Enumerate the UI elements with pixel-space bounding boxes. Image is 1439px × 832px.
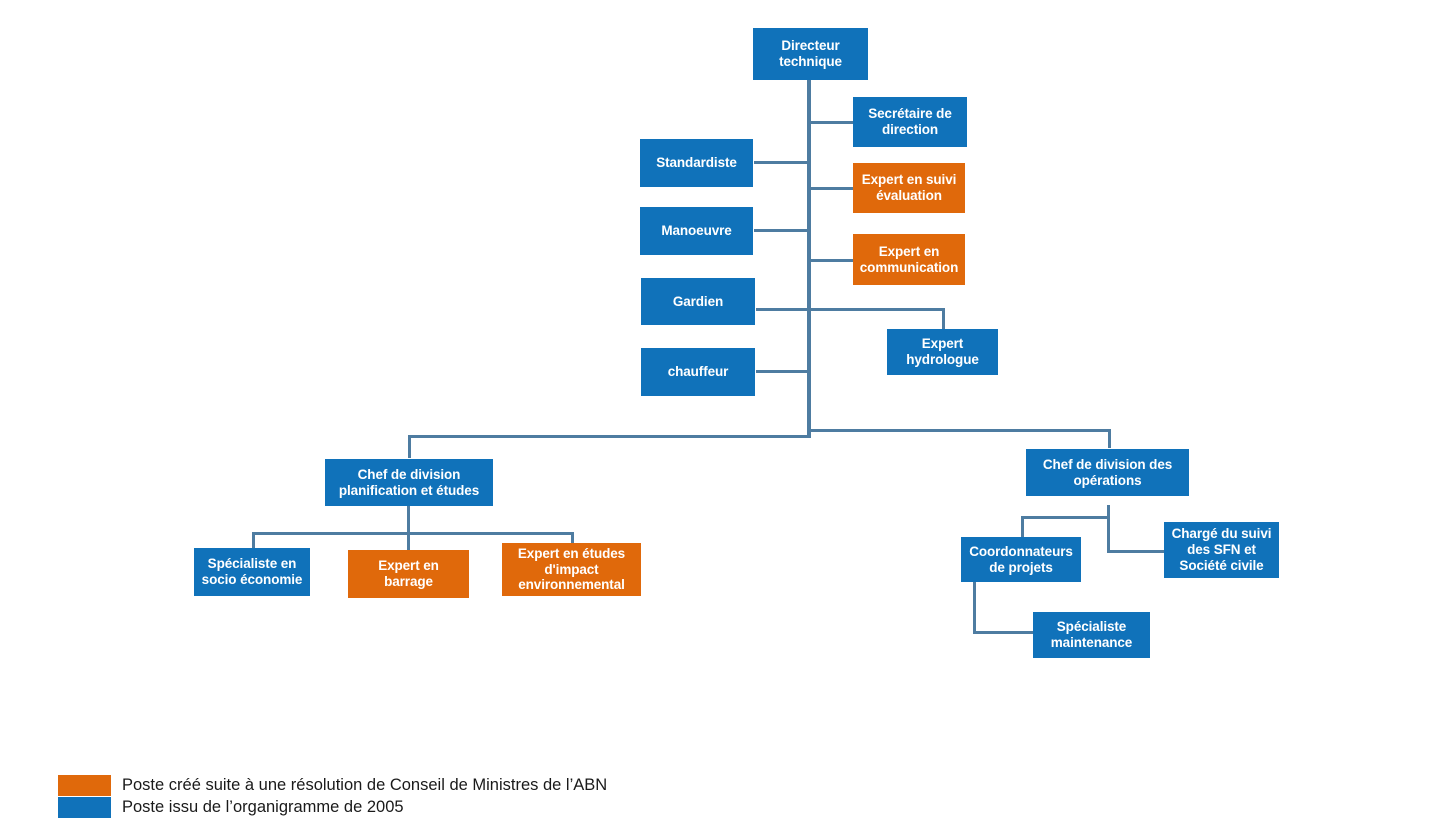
node-expert-etudes-impact-environnemental[interactable]: Expert en études d'impact environnementa… [502,543,641,596]
connector-to-suivi-evaluation [811,187,855,190]
node-specialiste-maintenance[interactable]: Spécialiste maintenance [1033,612,1150,658]
connector-operations-left-arm [1021,516,1110,519]
connector-bus-right [807,429,1111,432]
node-expert-suivi-evaluation[interactable]: Expert en suivi évaluation [853,163,965,213]
connector-bus-left [408,435,810,438]
connector-maintenance-vertical [973,576,976,634]
node-coordonnateurs-de-projets[interactable]: Coordonnateurs de projets [961,537,1081,582]
connector-planification-bus [252,532,574,535]
legend-label-orange: Poste créé suite à une résolution de Con… [122,776,608,794]
node-directeur-technique[interactable]: Directeur technique [753,28,868,80]
node-label: Spécialiste maintenance [1050,619,1133,650]
legend-row-orange: Poste créé suite à une résolution de Con… [58,775,607,796]
node-label: Directeur technique [779,38,842,69]
node-label: Secrétaire de direction [868,106,952,137]
node-label: Expert en suivi évaluation [861,172,957,203]
connector-to-secretaire [811,121,855,124]
node-gardien[interactable]: Gardien [641,278,755,325]
node-label: Chargé du suivi des SFN et Société civil… [1171,526,1272,573]
legend-swatch-orange [58,775,111,796]
node-specialiste-socio-economie[interactable]: Spécialiste en socio économie [194,548,310,596]
node-label: Chef de division des opérations [1042,456,1173,488]
node-chef-division-planification-etudes[interactable]: Chef de division planification et études [325,459,493,506]
node-chef-division-operations[interactable]: Chef de division des opérations [1026,449,1189,496]
connector-to-manoeuvre [754,229,809,232]
connector-to-hydrologue-vertical [942,308,945,330]
node-chauffeur[interactable]: chauffeur [641,348,755,396]
connector-drop-coordonnateurs [1021,516,1024,539]
node-standardiste[interactable]: Standardiste [640,139,753,187]
legend-label-blue: Poste issu de l’organigramme de 2005 [122,798,404,816]
connector-drop-barrage [407,532,410,550]
connector-to-standardiste [754,161,809,164]
node-expert-hydrologue[interactable]: Expert hydrologue [887,329,998,375]
node-expert-barrage[interactable]: Expert en barrage [348,550,469,598]
connector-drop-chef-planification [408,435,411,458]
node-label: Standardiste [656,155,737,171]
node-expert-communication[interactable]: Expert en communication [853,234,965,285]
node-label: Expert en communication [859,243,959,275]
node-label: Coordonnateurs de projets [969,543,1073,575]
connector-planification-stem [407,505,410,534]
connector-spine-main [807,78,811,438]
node-label: Spécialiste en socio économie [201,556,303,587]
node-label: Gardien [672,293,724,309]
connector-maintenance-horizontal [973,631,1035,634]
connector-to-hydrologue-horizontal [811,308,945,311]
connector-drop-socio-economie [252,532,255,548]
node-manoeuvre[interactable]: Manoeuvre [640,207,753,255]
node-label: chauffeur [667,364,729,380]
connector-to-communication [811,259,855,262]
node-label: Expert en barrage [378,558,439,589]
node-charge-suivi-sfn-societe-civile[interactable]: Chargé du suivi des SFN et Société civil… [1164,522,1279,578]
connector-operations-right-arm [1107,550,1167,553]
node-label: Expert en études d'impact environnementa… [517,545,626,593]
node-secretaire-de-direction[interactable]: Secrétaire de direction [853,97,967,147]
connector-to-chauffeur [756,370,809,373]
node-label: Expert hydrologue [906,336,979,367]
legend-swatch-blue [58,797,111,818]
node-label: Manoeuvre [661,223,732,239]
connector-drop-chef-operations [1108,429,1111,448]
legend-row-blue: Poste issu de l’organigramme de 2005 [58,797,404,818]
connector-operations-stem [1107,505,1110,553]
node-label: Chef de division planification et études [338,466,480,498]
connector-to-gardien [756,308,809,311]
connector-drop-impact [571,532,574,544]
